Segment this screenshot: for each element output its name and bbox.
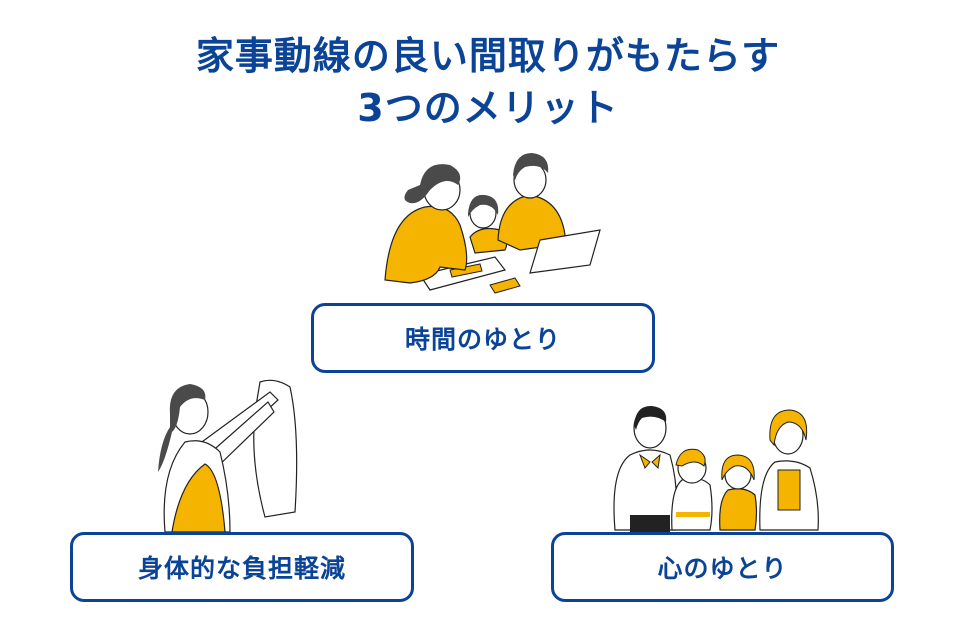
benefit-card-physical: 身体的な負担軽減: [70, 532, 414, 602]
benefit-card-time: 時間のゆとり: [311, 303, 655, 373]
benefit-card-mind: 心のゆとり: [551, 532, 894, 602]
title-line-1: 家事動線の良い間取りがもたらす: [195, 34, 781, 78]
benefit-label-mind: 心のゆとり: [657, 554, 788, 583]
title-line-2: 3つのメリット: [357, 86, 619, 130]
benefit-label-physical: 身体的な負担軽減: [137, 554, 346, 583]
woman-hanging-laundry-illustration: [150, 372, 320, 534]
page-title: 家事動線の良い間取りがもたらす 3つのメリット: [0, 30, 976, 134]
benefit-label-time: 時間のゆとり: [404, 325, 561, 354]
family-at-table-illustration: [380, 145, 605, 295]
happy-family-illustration: [610, 400, 830, 532]
